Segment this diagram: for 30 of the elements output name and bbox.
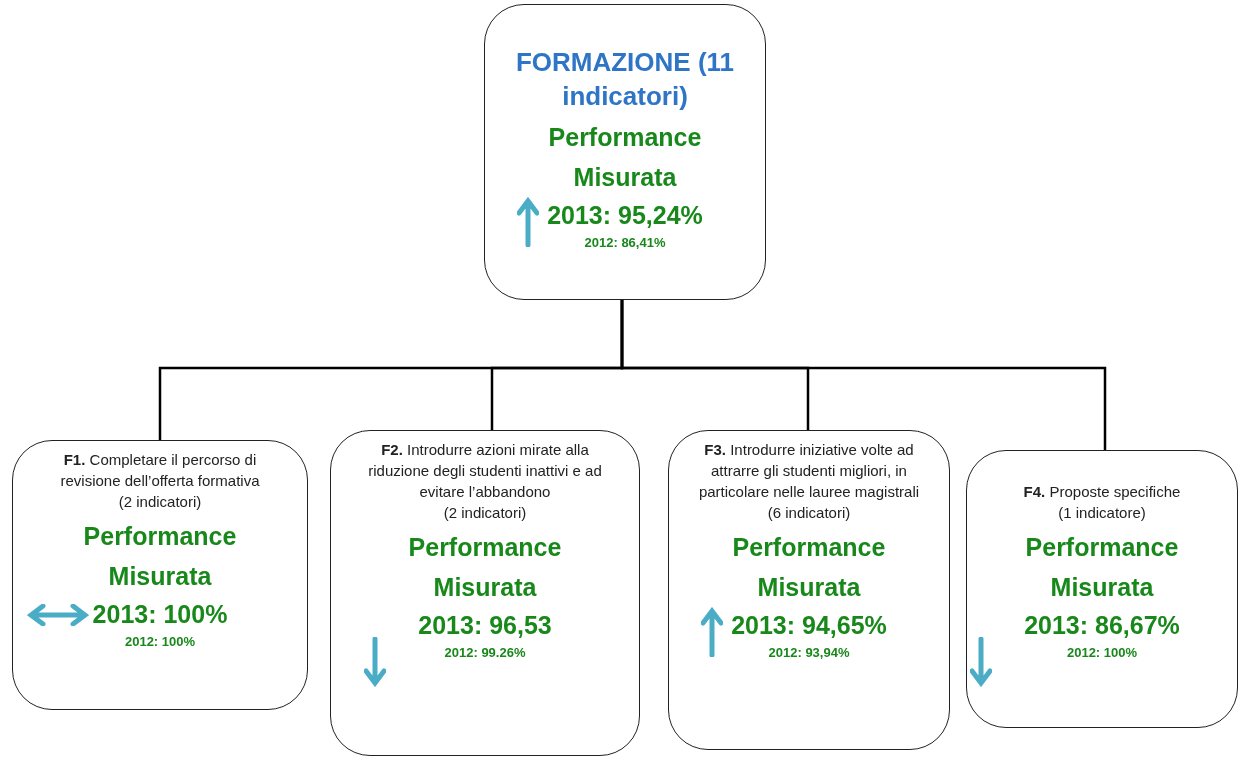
performance-label: Performance Misurata <box>407 532 563 603</box>
performance-label: Performance Misurata <box>82 521 238 592</box>
objective-text: F3. Introdurre iniziative volte ad attrarre gli studenti migliori, in particolare nelle lauree magistrali <box>697 440 921 502</box>
objective-text: F4. Proposte specifiche <box>1022 482 1182 502</box>
indicator-count: (2 indicatori) <box>442 503 528 523</box>
value-2013: 2013: 95,24% <box>547 200 703 231</box>
connector-line <box>620 300 1107 450</box>
value-2012: 2012: 100% <box>1066 644 1138 662</box>
rounded-box <box>12 440 308 710</box>
rounded-box <box>484 4 766 300</box>
value-2012: 2012: 86,41% <box>584 234 666 252</box>
rounded-box <box>330 430 640 756</box>
rounded-box <box>966 450 1238 728</box>
performance-label: Performance Misurata <box>547 122 703 193</box>
value-2012: 2012: 93,94% <box>768 644 850 662</box>
performance-label: Performance Misurata <box>1024 532 1180 603</box>
indicator-count: (6 indicatori) <box>766 503 852 523</box>
heading: FORMAZIONE (11 indicatori) <box>514 46 736 113</box>
objective-text: F1. Completare il percorso di revisione dell’offerta formativa <box>59 450 261 491</box>
performance-label: Performance Misurata <box>731 532 887 603</box>
value-2013: 2013: 96,53 <box>418 610 552 641</box>
value-2012: 2012: 99.26% <box>444 644 526 662</box>
rounded-box <box>668 430 950 750</box>
objective-text: F2. Introdurre azioni mirate alla riduzione degli studenti inattivi e ad evitare l’abbandono <box>367 440 603 502</box>
indicator-count: (2 indicatori) <box>117 492 203 512</box>
value-2013: 2013: 94,65% <box>731 610 887 641</box>
indicator-count: (1 indicatore) <box>1057 503 1147 523</box>
value-2013: 2013: 100% <box>92 599 228 630</box>
value-2012: 2012: 100% <box>124 633 196 651</box>
value-2013: 2013: 86,67% <box>1024 610 1180 641</box>
